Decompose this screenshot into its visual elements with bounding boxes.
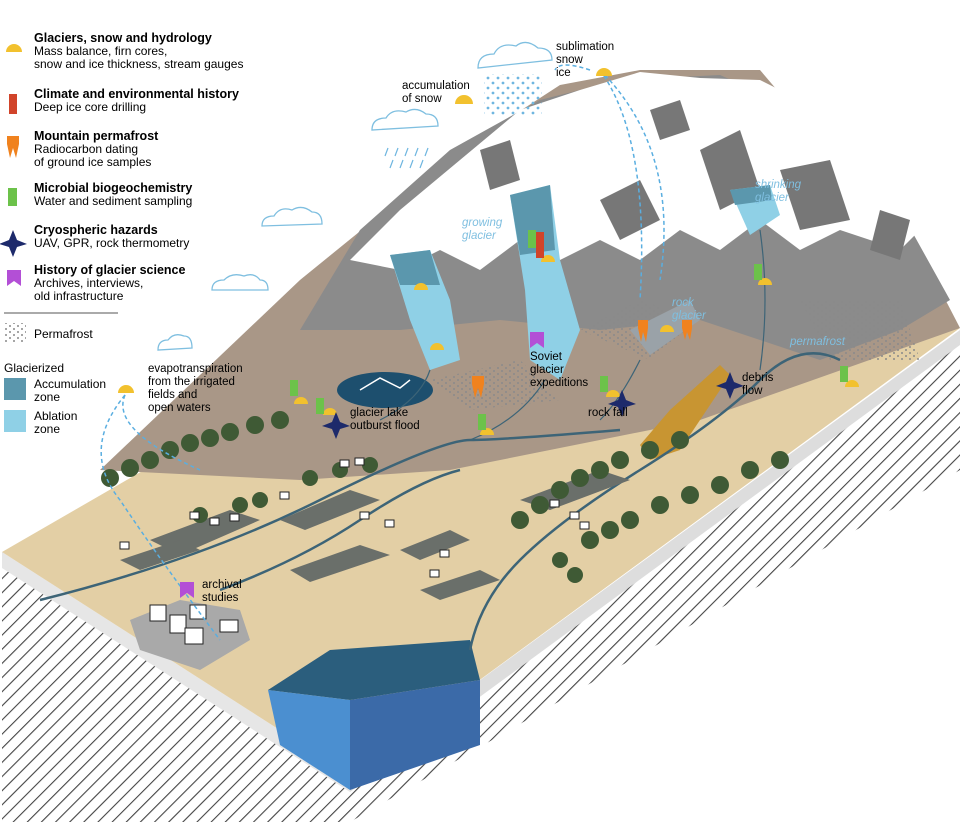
town xyxy=(130,600,250,670)
clouds xyxy=(157,41,553,351)
legend-description: snow and ice thickness, stream gauges xyxy=(34,57,243,71)
zone-swatch xyxy=(4,410,26,432)
sample-tube-icon xyxy=(8,188,17,206)
permafrost-sample-icon xyxy=(472,320,692,398)
legend-title: Cryospheric hazards xyxy=(34,223,158,237)
permafrost-legend-label: Permafrost xyxy=(34,327,93,341)
zone-label: zone xyxy=(34,422,60,436)
snow-cover xyxy=(350,72,920,270)
legend-title: Climate and environmental history xyxy=(34,87,239,101)
measurement-markers xyxy=(118,68,859,598)
legend-description: old infrastructure xyxy=(34,289,124,303)
snowfall xyxy=(484,74,542,116)
glacierized-label: Glacierized xyxy=(4,361,64,375)
permafrost-sample-icon xyxy=(7,136,19,158)
legend-description: Radiocarbon dating xyxy=(34,142,138,156)
legend-description: Deep ice core drilling xyxy=(34,100,146,114)
legend-description: UAV, GPR, rock thermometry xyxy=(34,236,189,250)
streams xyxy=(379,229,766,441)
forest xyxy=(101,411,789,583)
houses xyxy=(119,457,590,578)
legend-title: History of glacier science xyxy=(34,263,186,277)
zone-label: Accumulation xyxy=(34,377,106,391)
zone-label: zone xyxy=(34,390,60,404)
star-marker-icon xyxy=(0,230,27,257)
bookmark-icon xyxy=(7,270,21,286)
zone-label: Ablation xyxy=(34,409,77,423)
rain xyxy=(384,147,429,169)
block-base xyxy=(2,330,960,822)
legend-description: Mass balance, firn cores, xyxy=(34,44,167,58)
ice-core-icon xyxy=(536,232,544,258)
permafrost-map-label: permafrost xyxy=(789,336,846,348)
bookmark-icon xyxy=(180,332,544,598)
glaciers xyxy=(390,185,780,380)
legend-title: Glaciers, snow and hydrology xyxy=(34,31,212,45)
rock-fall-label: rock fall xyxy=(588,407,628,419)
star-marker-icon xyxy=(322,372,744,439)
legend-title: Mountain permafrost xyxy=(34,129,159,143)
debris-flow xyxy=(640,365,730,460)
ice-core-icon xyxy=(9,94,17,114)
reservoir xyxy=(268,640,480,790)
semicircle-icon xyxy=(6,44,22,52)
legend-title: Microbial biogeochemistry xyxy=(34,181,192,195)
zone-swatch xyxy=(4,378,26,400)
permafrost-swatch xyxy=(4,323,26,343)
legend-description: of ground ice samples xyxy=(34,155,151,169)
rivers xyxy=(39,352,841,651)
flux-arrows xyxy=(100,64,665,641)
legend-description: Archives, interviews, xyxy=(34,276,143,290)
sample-tube-icon xyxy=(290,230,848,430)
legend-description: Water and sediment sampling xyxy=(34,194,192,208)
semicircle-icon xyxy=(118,68,859,435)
